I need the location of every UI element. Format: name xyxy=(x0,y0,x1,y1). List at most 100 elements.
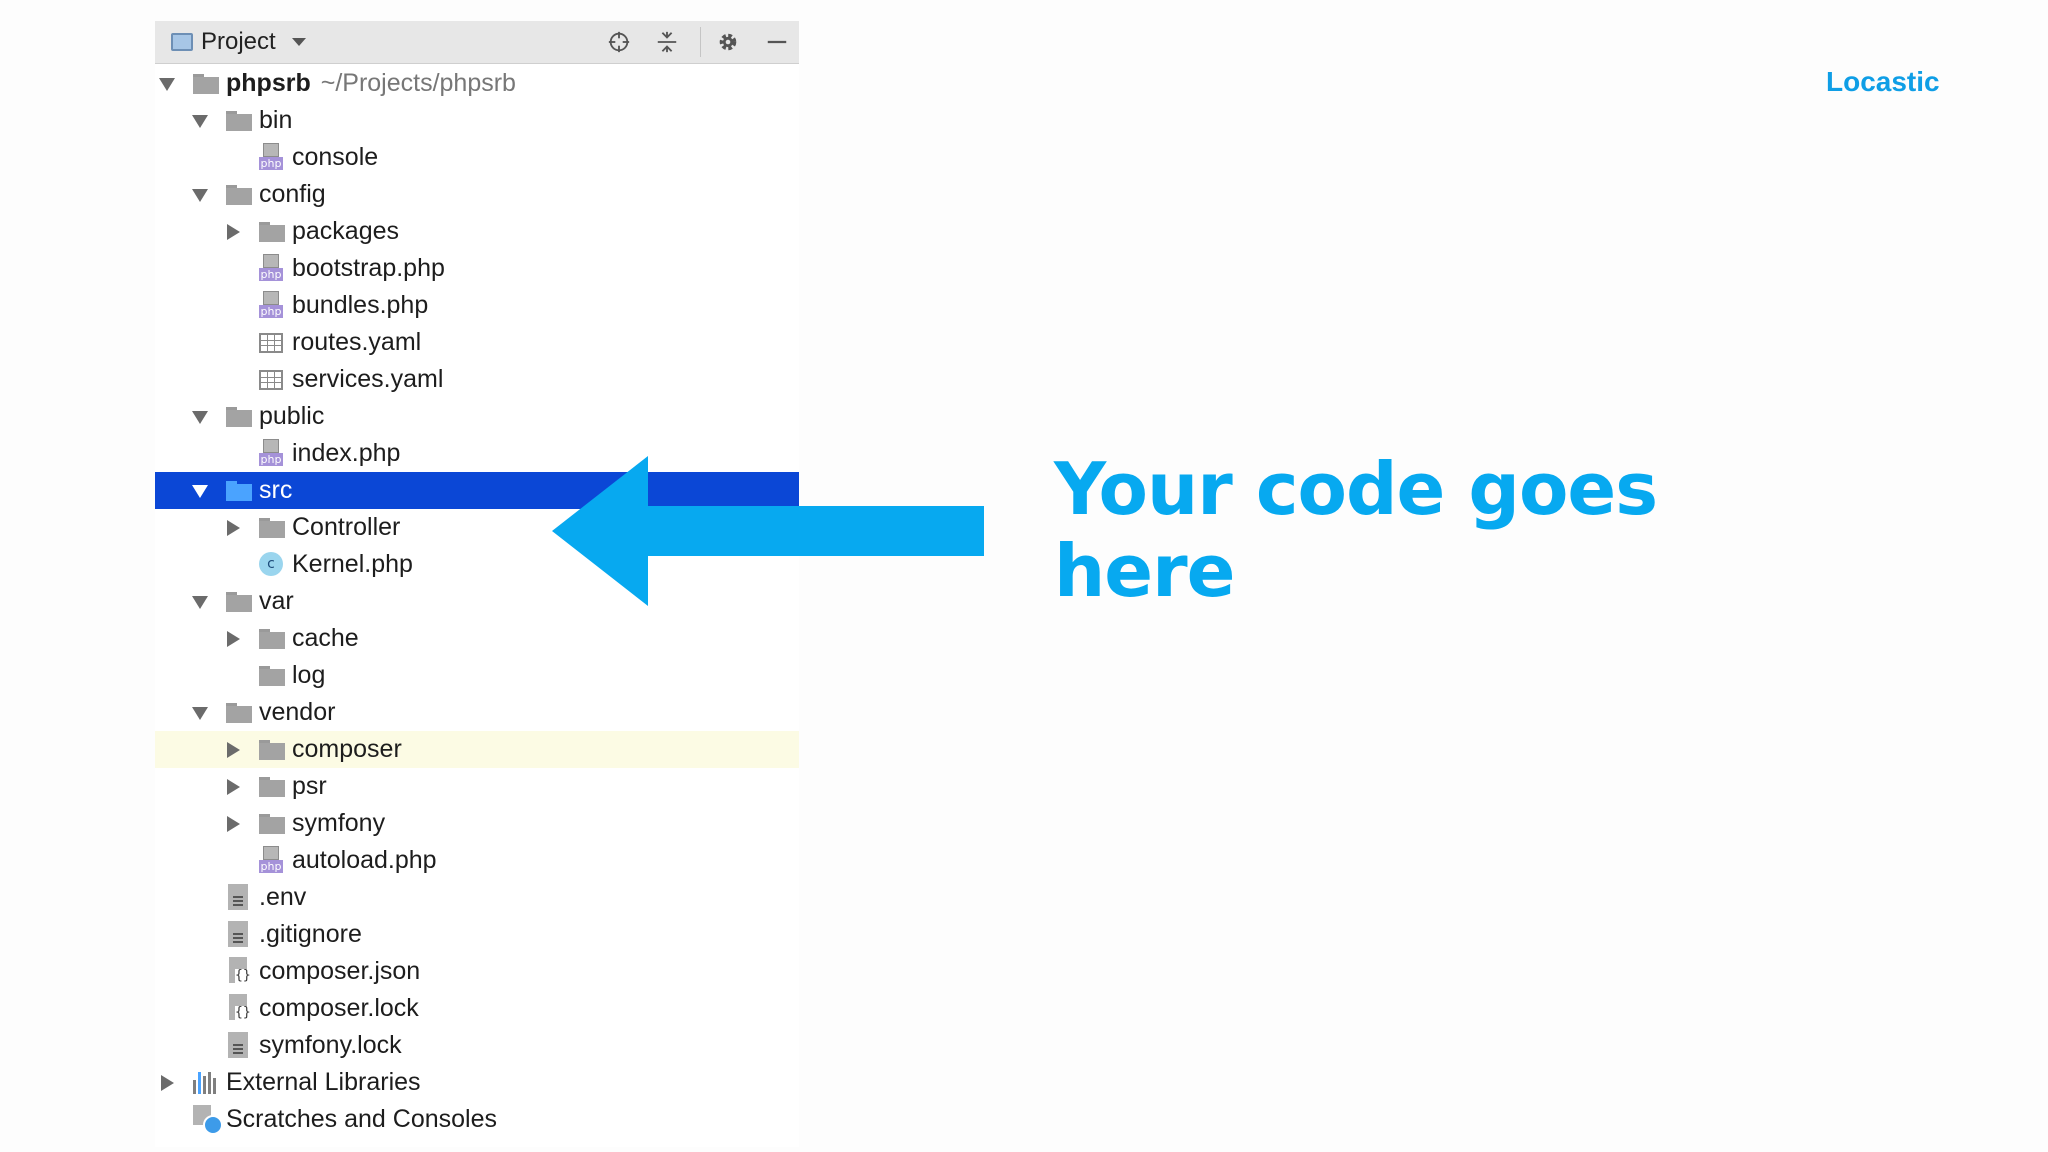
php-file-icon: php xyxy=(259,846,283,874)
tree-item-bundles-php[interactable]: php bundles.php xyxy=(155,287,799,324)
tree-item-env[interactable]: .env xyxy=(155,879,799,916)
tree-item-scratches[interactable]: Scratches and Consoles xyxy=(155,1101,799,1138)
tree-item-public[interactable]: public xyxy=(155,398,799,435)
tree-item-vendor[interactable]: vendor xyxy=(155,694,799,731)
collapse-all-icon[interactable] xyxy=(655,30,679,54)
folder-icon xyxy=(226,407,252,427)
folder-icon xyxy=(226,592,252,612)
expand-arrow-icon[interactable] xyxy=(192,115,208,128)
expand-arrow-icon[interactable] xyxy=(192,189,208,202)
toolbar-separator xyxy=(700,27,701,57)
tree-item-symfony-lock[interactable]: symfony.lock xyxy=(155,1027,799,1064)
tree-item-src[interactable]: src xyxy=(155,472,799,509)
tree-item-console[interactable]: php console xyxy=(155,139,799,176)
brand-logo: Locastic xyxy=(1826,66,1940,97)
tree-item-kernel-php[interactable]: c Kernel.php xyxy=(155,546,799,583)
tree-item-label: .env xyxy=(259,883,307,911)
tree-item-label: bootstrap.php xyxy=(292,254,445,282)
folder-icon xyxy=(259,777,285,797)
callout-text: Your code goes here xyxy=(1054,448,1754,612)
text-file-icon xyxy=(228,1032,248,1058)
text-file-icon xyxy=(228,921,248,947)
tree-item-config[interactable]: config xyxy=(155,176,799,213)
tree-item-label: composer.json xyxy=(259,957,421,985)
tree-item-autoload-php[interactable]: php autoload.php xyxy=(155,842,799,879)
folder-icon xyxy=(226,111,252,131)
tree-item-cache[interactable]: cache xyxy=(155,620,799,657)
expand-arrow-icon[interactable] xyxy=(192,596,208,609)
tree-item-symfony[interactable]: symfony xyxy=(155,805,799,842)
tree-item-label: composer xyxy=(292,735,402,763)
tree-item-label: symfony xyxy=(292,809,386,837)
tree-item-routes-yaml[interactable]: routes.yaml xyxy=(155,324,799,361)
php-file-icon: php xyxy=(259,439,283,467)
tree-item-label: autoload.php xyxy=(292,846,437,874)
expand-arrow-icon[interactable] xyxy=(192,411,208,424)
tree-item-composer-json[interactable]: {} composer.json xyxy=(155,953,799,990)
tree-item-controller[interactable]: Controller xyxy=(155,509,799,546)
tree-item-label: var xyxy=(259,587,294,615)
tree-item-gitignore[interactable]: .gitignore xyxy=(155,916,799,953)
folder-icon xyxy=(259,629,285,649)
tree-item-composer-lock[interactable]: {} composer.lock xyxy=(155,990,799,1027)
json-file-icon: {} xyxy=(227,994,251,1022)
callout-line-2: here xyxy=(1054,529,1235,613)
folder-icon xyxy=(226,185,252,205)
tree-item-label: Controller xyxy=(292,513,401,541)
collapse-arrow-icon[interactable] xyxy=(227,741,240,758)
libraries-icon xyxy=(193,1070,221,1094)
project-toolbar: Project xyxy=(155,21,799,64)
tree-item-label: public xyxy=(259,402,325,430)
folder-icon xyxy=(226,481,252,501)
tree-item-label: log xyxy=(292,661,326,689)
collapse-arrow-icon[interactable] xyxy=(161,1074,174,1091)
json-file-icon: {} xyxy=(227,957,251,985)
tree-item-services-yaml[interactable]: services.yaml xyxy=(155,361,799,398)
expand-arrow-icon[interactable] xyxy=(192,485,208,498)
root-path: ~/Projects/phpsrb xyxy=(320,69,516,97)
root-name: phpsrb xyxy=(226,69,311,97)
collapse-arrow-icon[interactable] xyxy=(227,630,240,647)
folder-icon xyxy=(259,666,285,686)
tree-item-label: bundles.php xyxy=(292,291,429,319)
php-file-icon: php xyxy=(259,291,283,319)
tree-item-bootstrap-php[interactable]: php bootstrap.php xyxy=(155,250,799,287)
yaml-file-icon xyxy=(259,333,283,353)
tree-item-psr[interactable]: psr xyxy=(155,768,799,805)
collapse-arrow-icon[interactable] xyxy=(227,223,240,240)
tree-item-log[interactable]: log xyxy=(155,657,799,694)
tree-item-label: psr xyxy=(292,772,327,800)
project-view-label: Project xyxy=(201,28,276,55)
project-view-dropdown[interactable]: Project xyxy=(171,28,306,55)
locate-icon[interactable] xyxy=(607,30,631,54)
tree-root-phpsrb[interactable]: phpsrb ~/Projects/phpsrb xyxy=(155,65,799,102)
tree-item-composer[interactable]: composer xyxy=(155,731,799,768)
tree-item-label: .gitignore xyxy=(259,920,362,948)
tree-item-label: Kernel.php xyxy=(292,550,413,578)
tree-item-label: symfony.lock xyxy=(259,1031,402,1059)
gear-icon[interactable] xyxy=(716,30,740,54)
tree-item-packages[interactable]: packages xyxy=(155,213,799,250)
project-view-icon xyxy=(171,33,193,51)
folder-icon xyxy=(259,814,285,834)
tree-item-label: bin xyxy=(259,106,293,134)
expand-arrow-icon[interactable] xyxy=(159,78,175,91)
tree-item-label: index.php xyxy=(292,439,401,467)
tree-item-var[interactable]: var xyxy=(155,583,799,620)
tree-item-bin[interactable]: bin xyxy=(155,102,799,139)
collapse-arrow-icon[interactable] xyxy=(227,815,240,832)
tree-item-label: composer.lock xyxy=(259,994,419,1022)
project-tool-window: Project phpsrb ~/Projects/phpsrb bin xyxy=(155,21,799,1147)
tree-item-label: src xyxy=(259,476,293,504)
php-file-icon: php xyxy=(259,254,283,282)
collapse-arrow-icon[interactable] xyxy=(227,519,240,536)
tree-item-index-php[interactable]: php index.php xyxy=(155,435,799,472)
collapse-arrow-icon[interactable] xyxy=(227,778,240,795)
scratches-icon xyxy=(193,1105,223,1135)
tree-item-label: packages xyxy=(292,217,400,245)
expand-arrow-icon[interactable] xyxy=(192,707,208,720)
tree-item-label: console xyxy=(292,143,379,171)
tree-item-label: External Libraries xyxy=(226,1068,421,1096)
minimize-icon[interactable] xyxy=(765,30,789,54)
tree-item-external-libraries[interactable]: External Libraries xyxy=(155,1064,799,1101)
